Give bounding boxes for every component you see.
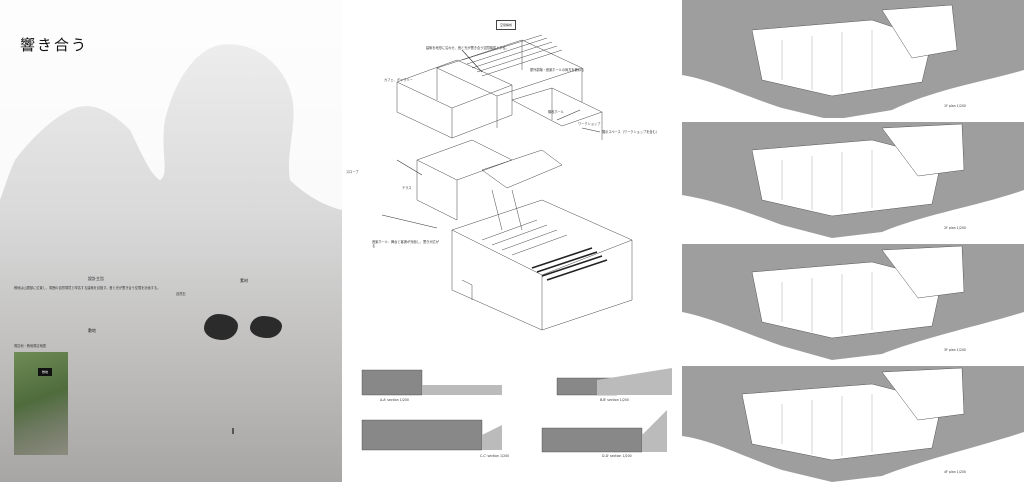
label-workshop2: 展示スペース（ワークショップを含む） (602, 130, 659, 134)
plans-drawing (682, 0, 1024, 482)
material-heading: 素材 (240, 278, 248, 283)
floor-plans-panel: 1F plan 1/200 2F plan 1/200 3F plan 1/20… (682, 0, 1024, 482)
mountain-silhouette (0, 0, 342, 210)
site-marker: 敷地 (38, 368, 52, 376)
label-workshop: ワークショップ (578, 122, 601, 126)
label-hall: 屋外劇場・音楽ホールの両方を兼ねる (530, 68, 585, 72)
label-stair: 階段ホール (548, 110, 564, 114)
site-aerial-photo: 敷地 (14, 352, 68, 455)
label-slope: スロープ (346, 170, 359, 174)
plan-caption-2: 2F plan 1/200 (944, 226, 966, 230)
plan-caption-3: 3F plan 1/200 (944, 348, 966, 352)
concept-panel: 響き合う 設計主旨 素材 敷地は山間部に位置し、周囲の自然環境と呼応する建築を目… (0, 0, 342, 482)
page-title: 響き合う (20, 36, 89, 54)
stone-photo-1 (204, 314, 238, 340)
concept-text: 敷地は山間部に位置し、周囲の自然環境と呼応する建築を目指す。音と光が響き合う空間… (14, 286, 161, 290)
scale-figure (232, 428, 234, 434)
diagram-title: 空間構成 (496, 20, 516, 30)
section-caption-c: C-C' section 1/200 (480, 454, 510, 458)
plan-caption-4: 4F plan 1/200 (944, 470, 966, 474)
site-heading: 敷地 (88, 328, 96, 333)
section-caption-a: A-A' section 1/200 (380, 398, 409, 402)
plan-caption-1: 1F plan 1/200 (944, 104, 966, 108)
concept-heading: 設計主旨 (88, 276, 104, 281)
label-cafe: カフェ、ギャラリー (384, 78, 413, 82)
axonometric-panel: 空間構成 建築を地形に沿わせ、音と光が響き合う空間構成とする。 カフェ、ギャラリ… (342, 0, 682, 482)
label-lower-hall: 音楽ホール：舞台と客席が対面し、響きが広がる (372, 240, 439, 249)
intro-text: 建築を地形に沿わせ、音と光が響き合う空間構成とする。 (426, 46, 509, 50)
section-caption-b: B-B' section 1/200 (600, 398, 629, 402)
section-caption-d: D-D' section 1/200 (602, 454, 632, 458)
site-caption: 周辺地・敷地周辺地図 (14, 344, 46, 348)
stone-photo-2 (250, 316, 282, 338)
material-caption: 自然石 (176, 292, 186, 296)
axonometric-drawing (361, 34, 672, 453)
label-terrace: テラス (402, 186, 412, 190)
